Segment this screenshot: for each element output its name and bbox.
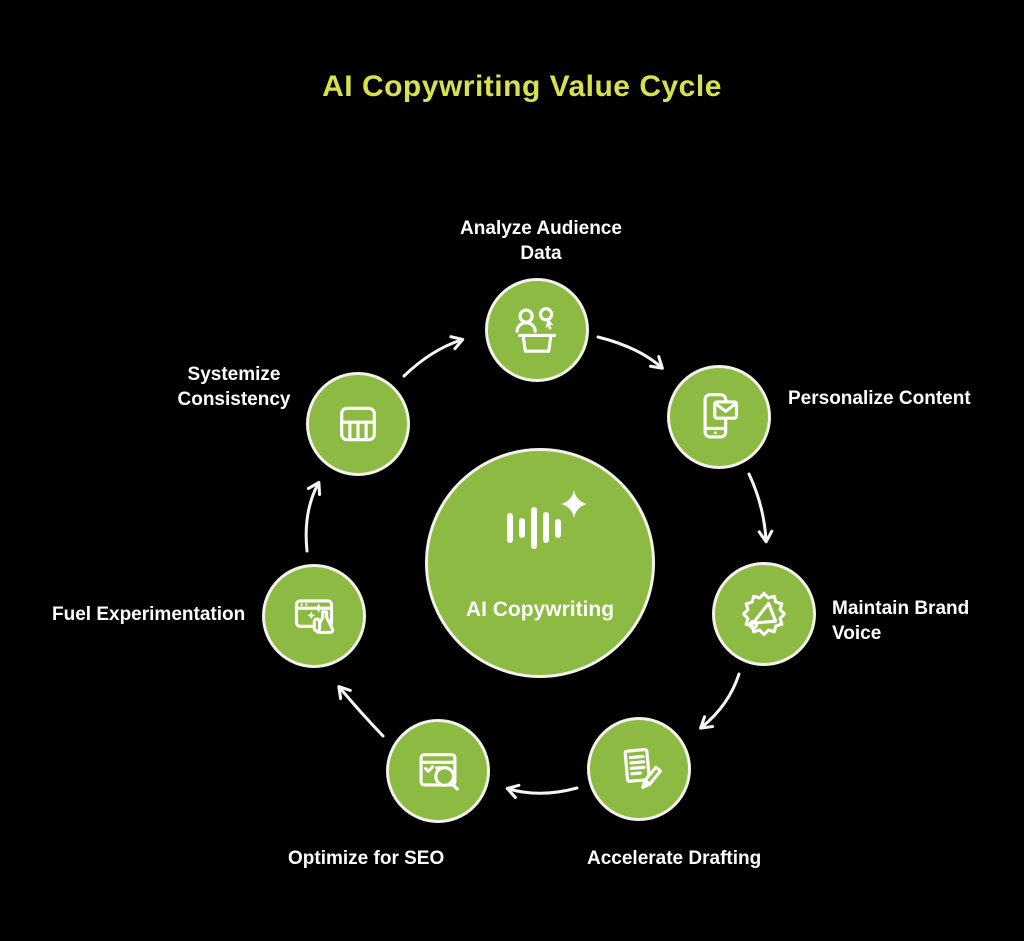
phone-envelope-icon <box>703 393 739 439</box>
label-fuel-experimentation: Fuel Experimentation <box>52 604 246 625</box>
arrow-accelerate-to-optimize <box>505 783 579 799</box>
arrow-fuel-to-systemize <box>304 480 322 553</box>
node-systemize-consistency <box>306 372 410 476</box>
arrow-maintain-to-accelerate <box>699 672 741 730</box>
label-maintain-brand-voice: Maintain Brand Voice <box>832 598 970 644</box>
ai-sparkle-waveform-icon <box>507 490 587 549</box>
center-node-ai-copywriting: AI Copywriting <box>425 448 655 678</box>
arrow-optimize-to-fuel <box>337 685 385 738</box>
browser-flask-icon <box>294 599 335 635</box>
document-pencil-icon <box>623 748 663 789</box>
page-title: AI Copywriting Value Cycle <box>322 70 722 103</box>
label-systemize-consistency: Systemize Consistency <box>177 364 291 410</box>
browser-magnifier-icon <box>419 753 459 791</box>
node-accelerate-drafting <box>587 717 691 821</box>
arrow-systemize-to-analyze <box>402 335 465 378</box>
label-optimize-for-seo: Optimize for SEO <box>288 848 445 869</box>
label-personalize-content: Personalize Content <box>788 388 971 409</box>
node-maintain-brand-voice <box>712 562 816 666</box>
arrow-analyze-to-personalize <box>596 335 664 370</box>
node-analyze-audience-data <box>485 278 589 382</box>
label-accelerate-drafting: Accelerate Drafting <box>587 848 762 869</box>
wallet-compartments-icon <box>340 406 376 442</box>
label-analyze-audience-data: Analyze Audience Data <box>460 218 622 264</box>
node-optimize-for-seo <box>386 719 490 823</box>
megaphone-seal-icon <box>741 591 787 637</box>
node-fuel-experimentation <box>262 564 366 668</box>
audience-analysis-icon <box>515 307 557 353</box>
node-personalize-content <box>667 365 771 469</box>
arrow-personalize-to-maintain <box>747 472 774 544</box>
center-node-label: AI Copywriting <box>465 598 615 621</box>
